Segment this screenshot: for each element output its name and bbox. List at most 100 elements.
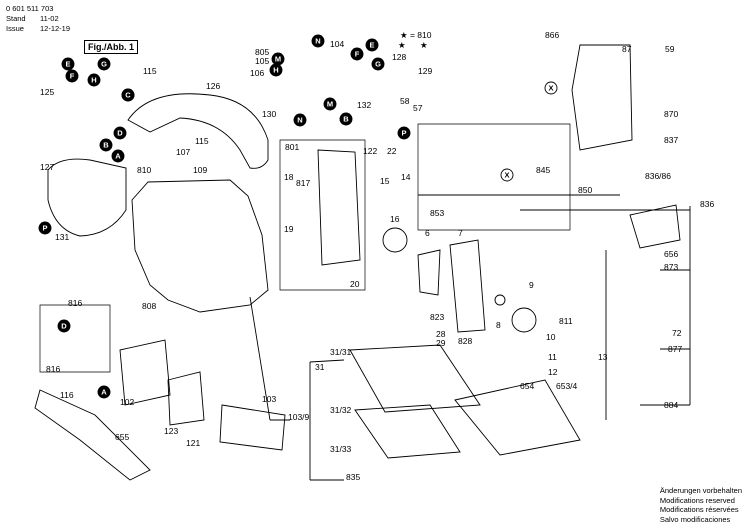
handle-cover [127,93,269,169]
part-number-label: 22 [387,146,397,156]
letter-marker: H [87,73,101,87]
part-number-label: 811 [559,316,573,326]
part-number-label: 130 [262,109,276,119]
part-number-label: 103/9 [288,412,310,422]
part-number-label: 104 [330,39,344,49]
part-number-label: 808 [142,301,156,311]
part-number-label: 12 [548,367,558,377]
letter-marker: E [365,38,379,52]
fan-disc [382,227,408,253]
part-number-label: 816 [68,298,82,308]
svg-text:H: H [91,76,96,85]
part-number-label: 13 [598,352,608,362]
letter-marker: B [339,112,353,126]
chip-guard [629,204,681,249]
part-number-label: 31/32 [330,405,352,415]
issue-value: 12-12-19 [40,24,71,33]
svg-text:P: P [42,224,47,233]
svg-text:M: M [275,55,281,64]
part-number-label: 15 [380,176,390,186]
letter-marker: X [500,168,514,182]
svg-text:D: D [61,322,67,331]
part-number-label: 823 [430,312,444,322]
doc-number: 0 601 511 703 [6,4,54,13]
letter-marker: N [311,34,325,48]
part-number-label: 817 [296,178,310,188]
letter-marker: A [97,385,111,399]
part-number-label: 656 [664,249,678,259]
right-housing [571,44,633,151]
letter-marker: X [544,81,558,95]
part-number-label: 107 [176,147,190,157]
figure-label: Fig./Abb. 1 [84,40,138,54]
brush-holder-box [39,304,111,373]
part-number-label: 805 [255,47,269,57]
part-number-label: 836/86 [645,171,671,181]
part-number-label: 836 [700,199,714,209]
part-number-label: 128 [392,52,406,62]
letter-marker: G [97,57,111,71]
part-number-label: 123 [164,426,178,436]
letter-marker: P [397,126,411,140]
svg-text:N: N [315,37,320,46]
svg-text:C: C [125,91,131,100]
part-number-label: 116 [60,390,74,400]
gear-housing-part [317,149,361,266]
gear-housing [279,139,366,291]
dust-nozzle [34,389,151,481]
svg-text:F: F [355,50,360,59]
modifications-note: Änderungen vorbehalten Modifications res… [660,486,742,524]
part-number-label: 853 [430,208,444,218]
part-number-label: 14 [401,172,411,182]
part-number-label: 58 [400,96,410,106]
part-number-label: 126 [206,81,220,91]
letter-marker: N [293,113,307,127]
note-line: Modifications réservées [659,505,739,514]
part-number-label: 127 [40,162,54,172]
stand-label: Stand [6,14,26,23]
armature [219,404,286,451]
letter-marker: B [99,138,113,152]
baseplate-guard [454,379,581,456]
issue-label: Issue [6,24,24,33]
letter-marker: F [350,47,364,61]
part-number-label: 121 [186,438,200,448]
part-number-label: 845 [536,165,550,175]
letter-marker: M [271,52,285,66]
part-number-label: 132 [357,100,371,110]
part-number-label: 9 [529,280,534,290]
svg-text:F: F [70,72,75,81]
part-number-label: 873 [664,262,678,272]
part-number-label: ★ [420,40,428,50]
part-number-label: 835 [346,472,360,482]
eccentric-plate [417,249,441,296]
part-number-label: 122 [363,146,377,156]
baseplate-1 [349,344,481,413]
field-coil [119,339,171,406]
part-number-label: 103 [262,394,276,404]
part-number-label: 20 [350,279,360,289]
part-number-label: 31/31 [330,347,352,357]
note-line: Salvo modificaciones [659,514,731,524]
part-number-label: 115 [143,66,157,76]
part-number-label: 810 [137,165,151,175]
part-number-label: 850 [578,185,592,195]
fan-housing [167,371,205,426]
motor-cover [47,158,127,237]
part-number-label: ★ [398,40,406,50]
letter-marker: C [121,88,135,102]
housing-left-half [131,179,269,313]
svg-text:A: A [115,152,121,161]
part-number-label: 115 [195,136,209,146]
part-number-label: 7 [458,228,463,238]
part-number-label: 106 [250,68,264,78]
letter-marker: F [65,69,79,83]
svg-text:E: E [65,60,70,69]
note-line: Änderungen vorbehalten [659,486,742,495]
part-number-label: 654 [520,381,534,391]
letter-marker: E [61,57,75,71]
letter-marker: H [269,63,283,77]
part-number-label: 653/4 [556,381,578,391]
